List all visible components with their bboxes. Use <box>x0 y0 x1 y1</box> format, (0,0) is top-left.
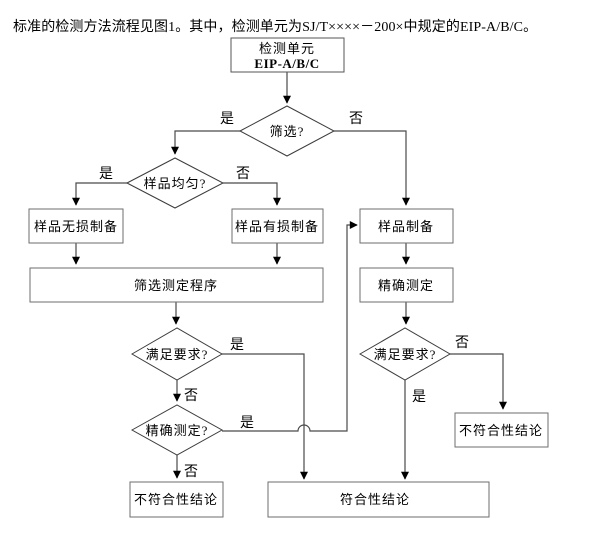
conformity-box <box>267 481 490 518</box>
node-nonconformity-right: 不符合性结论 <box>454 412 549 448</box>
nondestructive-prep-label: 样品无损制备 <box>34 219 118 234</box>
nonconformity-right-label: 不符合性结论 <box>459 423 543 438</box>
screening-procedure-label: 筛选测定程序 <box>134 278 218 293</box>
nonconformity-right-box <box>454 412 549 448</box>
node-sample-prep: 样品制备 <box>359 208 454 244</box>
decision-meets-requirements-right: 满足要求? <box>359 327 451 381</box>
meets-requirements-right-diamond <box>359 327 451 381</box>
label-uniform-no: 否 <box>236 167 250 182</box>
meets-requirements-left-diamond <box>131 327 223 381</box>
label-meets-left-no: 否 <box>184 389 198 404</box>
decision-meets-requirements-left: 满足要求? <box>131 327 223 381</box>
sample-uniform-label: 样品均匀? <box>144 176 207 191</box>
node-precise-determination: 精确测定 <box>359 267 454 303</box>
nonconformity-left-box <box>129 481 224 518</box>
decision-precise-determination: 精确测定? <box>130 404 224 456</box>
connector-uniform-yes-to-nondestructive <box>72 182 127 206</box>
connector-uniform-no-to-destructive <box>223 182 281 206</box>
node-destructive-prep: 样品有损制备 <box>231 208 324 244</box>
detection-unit-box <box>230 37 345 73</box>
precise-determination-q-diamond <box>130 404 224 456</box>
label-screening-no: 否 <box>349 112 363 127</box>
label-screening-yes: 是 <box>220 112 234 127</box>
connector-screening-no-to-sample-prep <box>334 130 410 206</box>
connector-meets-right-no-to-nonconformity-right <box>450 353 507 410</box>
nonconformity-left-label: 不符合性结论 <box>134 492 218 507</box>
screening-procedure-box <box>29 267 324 303</box>
detection-unit-label-line1: 检测单元 <box>259 41 315 56</box>
decision-sample-uniform: 样品均匀? <box>125 157 225 209</box>
screening-diamond <box>238 105 336 157</box>
destructive-prep-box <box>231 208 324 244</box>
label-meets-right-yes: 是 <box>412 390 426 405</box>
label-uniform-yes: 是 <box>99 167 113 182</box>
node-nondestructive-prep: 样品无损制备 <box>28 208 124 244</box>
sample-prep-box <box>359 208 454 244</box>
node-conformity: 符合性结论 <box>267 481 490 518</box>
node-screening-procedure: 筛选测定程序 <box>29 267 324 303</box>
conformity-label: 符合性结论 <box>340 492 410 507</box>
decision-screening: 筛选? <box>238 105 336 157</box>
precise-determination-box <box>359 267 454 303</box>
caption-text: 标准的检测方法流程见图1。其中，检测单元为SJ/T××××－200×中规定的EI… <box>13 20 538 35</box>
node-detection-unit: 检测单元 EIP-A/B/C <box>230 37 345 73</box>
precise-determination-q-label: 精确测定? <box>146 423 209 438</box>
destructive-prep-label: 样品有损制备 <box>235 219 319 234</box>
screening-label: 筛选? <box>270 124 305 139</box>
node-nonconformity-left: 不符合性结论 <box>129 481 224 518</box>
label-meets-left-yes: 是 <box>230 338 244 353</box>
label-meets-right-no: 否 <box>455 336 469 351</box>
connector-meets-left-yes-to-conformity <box>222 353 308 480</box>
meets-requirements-right-label: 满足要求? <box>374 347 437 362</box>
label-precise-q-no: 否 <box>184 465 198 480</box>
label-precise-q-yes: 是 <box>240 416 254 431</box>
sample-prep-label: 样品制备 <box>378 219 434 234</box>
meets-requirements-left-label: 满足要求? <box>146 347 209 362</box>
precise-determination-label: 精确测定 <box>378 278 434 293</box>
nondestructive-prep-box <box>28 208 124 244</box>
connector-precise-q-yes-to-sample-prep <box>222 221 358 432</box>
detection-unit-label-line2: EIP-A/B/C <box>254 56 319 71</box>
connector-screening-yes-to-uniform <box>171 130 240 155</box>
sample-uniform-diamond <box>125 157 225 209</box>
